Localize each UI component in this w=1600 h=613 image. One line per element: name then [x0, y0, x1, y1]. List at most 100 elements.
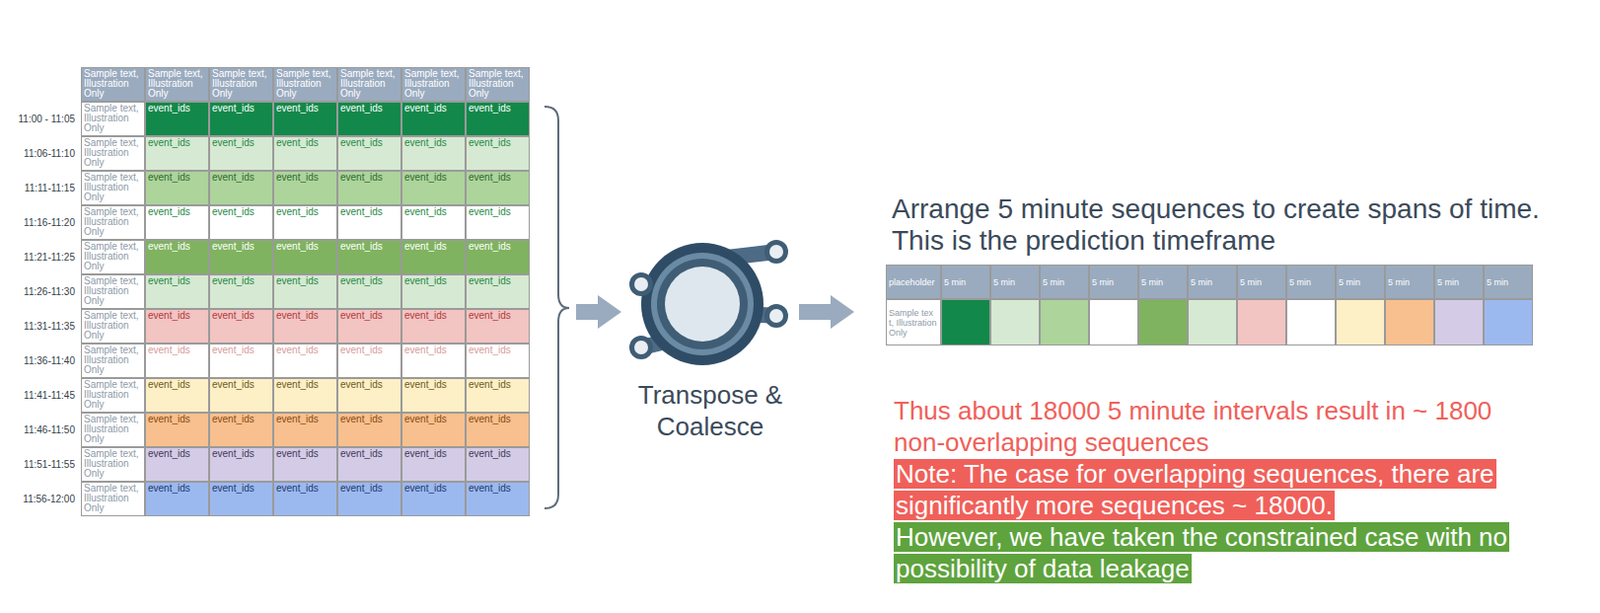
- column-header: Sample text, Illustration Only: [401, 67, 466, 102]
- time-label: 11:36-11:40: [23, 355, 75, 366]
- time-label: 11:31-11:35: [23, 320, 75, 332]
- color-cell: [1138, 298, 1188, 346]
- table-cell: event_ids: [337, 412, 402, 447]
- table-cell: event_ids: [273, 481, 338, 516]
- column-header: 5 min: [1089, 264, 1139, 299]
- gear-knob: [769, 244, 784, 259]
- time-label-box: 11:51-11:55: [1, 458, 75, 471]
- column-header: 5 min: [1434, 264, 1484, 299]
- gear-knob: [634, 340, 649, 355]
- time-label-box: 11:36-11:40: [1, 355, 75, 367]
- flow-arrow: [576, 303, 598, 320]
- gear-knob: [629, 272, 654, 296]
- table-cell: event_ids: [145, 205, 210, 240]
- table-cell: event_ids: [209, 377, 274, 413]
- gear-ring: [656, 258, 748, 350]
- column-header: 5 min: [1236, 264, 1287, 299]
- table-cell: event_ids: [337, 446, 402, 482]
- table-cell: event_ids: [145, 412, 210, 447]
- table-cell: event_ids: [401, 377, 466, 413]
- caveat-box: However, we have taken the constrained c…: [893, 520, 1535, 584]
- column-header: 5 min: [1384, 264, 1435, 299]
- table-cell: event_ids: [401, 308, 466, 344]
- table-cell: event_ids: [337, 308, 402, 344]
- time-label-box: 11:31-11:35: [1, 320, 75, 333]
- row-header: Sample text, Illustration Only: [80, 446, 146, 482]
- heading-box: Arrange 5 minute sequences to create spa…: [891, 193, 1543, 257]
- color-cell: [1483, 298, 1533, 346]
- table-cell: event_ids: [145, 308, 210, 344]
- time-label-box: 11:00 - 11:05: [1, 113, 75, 126]
- transform-step: Transpose & Coalesce: [623, 232, 798, 446]
- row-header: Sample text, Illustration Only: [80, 205, 146, 240]
- table-cell: event_ids: [401, 136, 466, 171]
- table-cell: event_ids: [465, 377, 530, 413]
- sequence-table: placeholder5 min5 min5 min5 min5 min5 mi…: [856, 262, 1539, 348]
- table-cell: event_ids: [337, 481, 402, 516]
- column-header: Sample text, Illustration Only: [145, 67, 210, 102]
- table-cell: event_ids: [145, 481, 210, 516]
- table-cell: event_ids: [273, 446, 338, 482]
- row-header: Sample text, Illustration Only: [80, 274, 146, 309]
- color-cell: [1384, 298, 1435, 346]
- table-cell: event_ids: [465, 239, 530, 275]
- table-cell: event_ids: [401, 239, 466, 275]
- table-cell: event_ids: [209, 205, 274, 240]
- table-cell: event_ids: [273, 308, 338, 344]
- table-cell: event_ids: [273, 170, 338, 206]
- time-label-box: 11:26-11:30: [1, 286, 75, 298]
- time-label-box: 11:21-11:25: [1, 251, 75, 264]
- table-cell: event_ids: [465, 170, 530, 206]
- time-label: 11:16-11:20: [23, 217, 75, 228]
- time-label: 11:00 - 11:05: [18, 113, 75, 125]
- table-cell: event_ids: [273, 343, 338, 378]
- column-header: 5 min: [1138, 264, 1188, 299]
- table-cell: event_ids: [209, 274, 274, 309]
- table-cell: event_ids: [209, 412, 274, 447]
- table-cell: event_ids: [209, 446, 274, 482]
- gear-icon: [629, 239, 789, 365]
- table-cell: event_ids: [145, 274, 210, 309]
- table-cell: event_ids: [337, 170, 402, 206]
- time-label-box: 11:41-11:45: [1, 389, 75, 402]
- source-table: Sample text, Illustration OnlySample tex…: [78, 65, 575, 518]
- table-cell: event_ids: [145, 101, 210, 137]
- column-header: Sample text, Illustration Only: [209, 67, 274, 102]
- row-header: Sample text, Illustration Only: [885, 298, 942, 346]
- summary-box: Thus about 18000 5 minute intervals resu…: [893, 394, 1535, 458]
- table-cell: event_ids: [273, 239, 338, 275]
- time-label: 11:11-11:15: [24, 182, 75, 194]
- table-cell: event_ids: [337, 101, 402, 137]
- color-cell: [1089, 298, 1139, 346]
- table-cell: event_ids: [273, 205, 338, 240]
- table-cell: event_ids: [145, 170, 210, 206]
- flow-arrow: [799, 303, 831, 320]
- gear-hub: [664, 266, 740, 342]
- table-cell: event_ids: [273, 101, 338, 137]
- table-cell: event_ids: [337, 205, 402, 240]
- column-header: 5 min: [1483, 264, 1533, 299]
- row-header: Sample text, Illustration Only: [80, 101, 146, 137]
- table-cell: event_ids: [209, 239, 274, 275]
- table-cell: event_ids: [337, 377, 402, 413]
- table-cell: event_ids: [209, 308, 274, 344]
- color-cell: [990, 298, 1040, 346]
- table-cell: event_ids: [273, 274, 338, 309]
- column-header: 5 min: [1286, 264, 1336, 299]
- row-header: Sample text, Illustration Only: [80, 481, 146, 516]
- table-cell: event_ids: [145, 343, 210, 378]
- heading-text: Arrange 5 minute sequences to create spa…: [891, 193, 1540, 256]
- table-cell: event_ids: [273, 412, 338, 447]
- table-cell: event_ids: [465, 343, 530, 378]
- table-cell: event_ids: [145, 239, 210, 275]
- table-cell: event_ids: [337, 239, 402, 275]
- row-header: Sample text, Illustration Only: [80, 308, 146, 344]
- column-header: Sample text, Illustration Only: [465, 67, 530, 102]
- table-cell: event_ids: [337, 274, 402, 309]
- column-header: Sample text, Illustration Only: [80, 67, 146, 102]
- row-header: Sample text, Illustration Only: [80, 239, 146, 275]
- table-cell: event_ids: [465, 274, 530, 309]
- time-label-box: 11:46-11:50: [1, 424, 75, 437]
- table-cell: event_ids: [465, 205, 530, 240]
- row-header: Sample text, Illustration Only: [80, 377, 146, 413]
